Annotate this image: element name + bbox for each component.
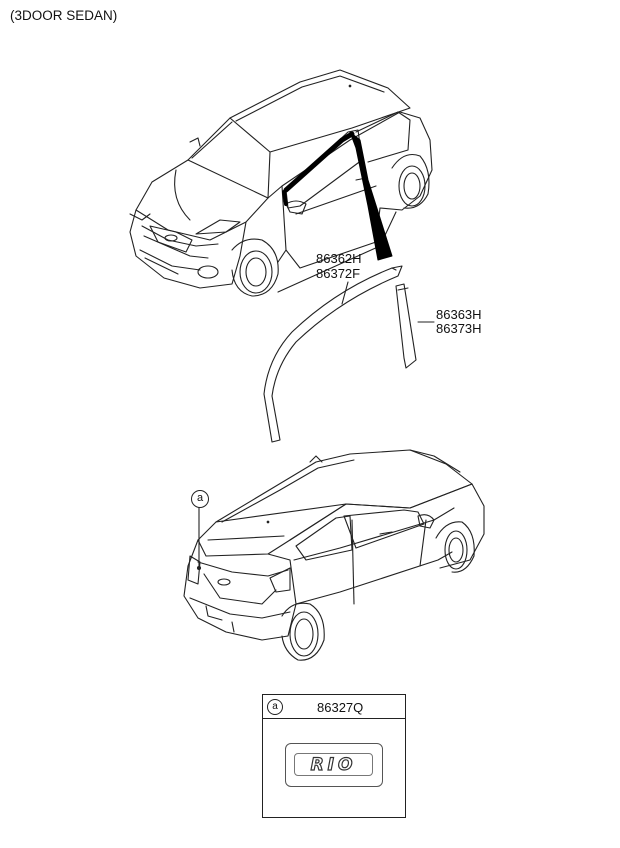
rear-pillar-molding-part: [395, 283, 417, 369]
part-number-rear-molding-1: 86363H: [436, 307, 482, 322]
rio-emblem-inner: RIO: [294, 753, 373, 776]
legend-header: a 86327Q: [263, 695, 405, 719]
legend-part-number: 86327Q: [317, 700, 364, 715]
front-car-highlight: [282, 131, 355, 206]
rio-emblem-badge: RIO: [285, 743, 383, 787]
page-title: (3DOOR SEDAN): [10, 8, 118, 23]
emblem-legend-box: a 86327Q RIO: [262, 694, 406, 818]
part-number-front-molding-2: 86372F: [316, 266, 361, 281]
callout-a-point: [196, 565, 202, 571]
rear-car-illustration: [183, 449, 485, 661]
legend-marker: a: [267, 699, 283, 715]
front-door-frame-molding-part: [263, 265, 403, 443]
front-car-illustration: [129, 69, 433, 297]
part-number-front-molding-1: 86362H: [316, 251, 362, 266]
callout-marker-a: a: [191, 490, 209, 508]
leader-front-molding: [341, 281, 349, 305]
b-pillar-highlight: [349, 131, 393, 261]
part-number-rear-molding-2: 86373H: [436, 321, 482, 336]
rio-emblem-text: RIO: [310, 754, 357, 775]
